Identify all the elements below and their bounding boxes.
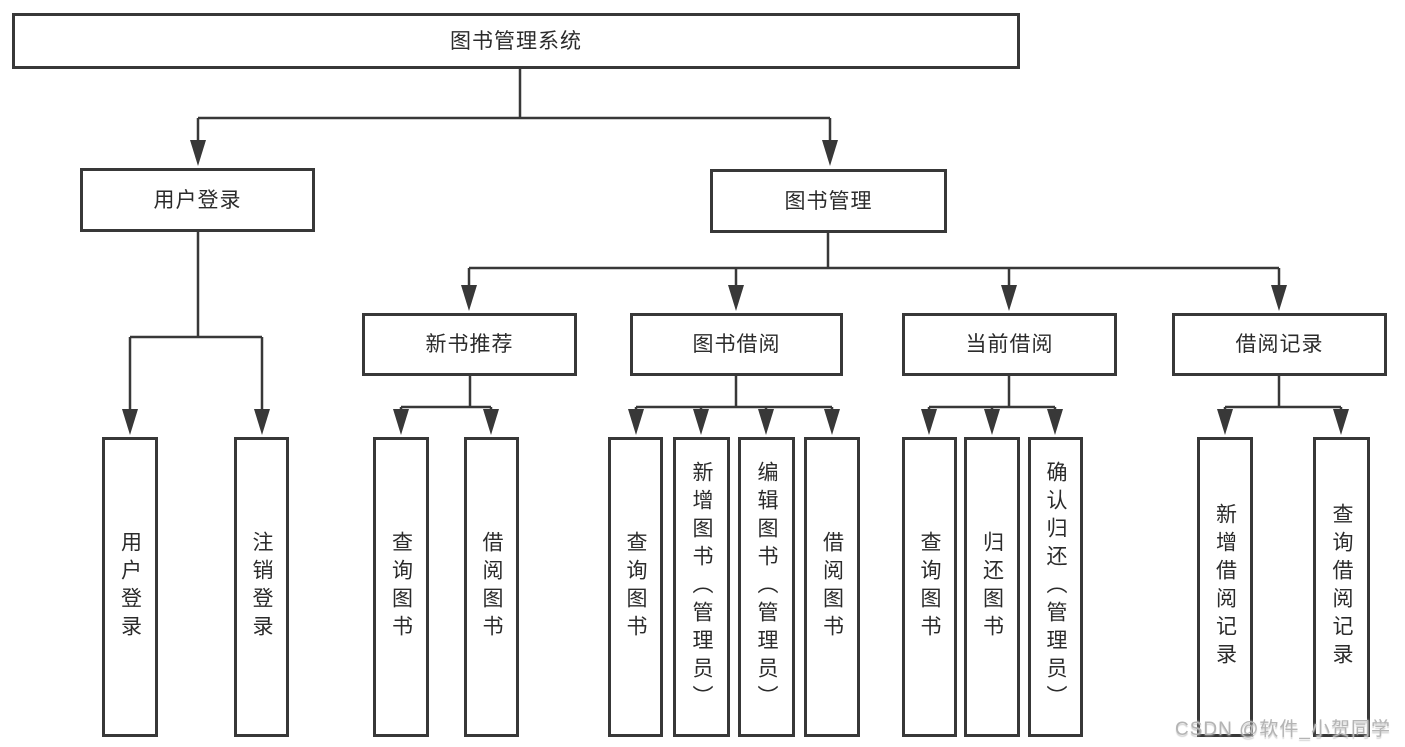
leaf-add-borrow-record: 新增借阅记录 [1197, 437, 1253, 737]
arrow-down-icon [758, 409, 774, 435]
leaf-borrow-books-recommend: 借阅图书 [464, 437, 519, 737]
leaf-confirm-return-admin: 确认归还（管理员） [1028, 437, 1083, 737]
csdn-watermark: CSDN @软件_小贺同学 [1175, 719, 1391, 740]
node-book-borrow-label: 图书借阅 [692, 333, 781, 356]
arrowhead-icons [122, 140, 1349, 435]
leaf-confirm-return-admin-label: 确认归还（管理员） [1044, 461, 1067, 713]
arrow-down-icon [628, 409, 644, 435]
node-current-borrow: 当前借阅 [902, 313, 1117, 376]
node-root: 图书管理系统 [12, 13, 1020, 69]
leaf-query-books-borrow: 查询图书 [608, 437, 663, 737]
arrow-down-icon [190, 140, 206, 166]
arrow-down-icon [1271, 285, 1287, 311]
leaf-user-login: 用户登录 [102, 437, 158, 737]
arrow-down-icon [122, 409, 138, 435]
arrow-down-icon [984, 409, 1000, 435]
node-book-management-label: 图书管理 [784, 189, 873, 213]
node-book-borrow: 图书借阅 [630, 313, 843, 376]
leaf-add-books-admin: 新增图书（管理员） [673, 437, 730, 737]
arrow-down-icon [824, 409, 840, 435]
arrow-down-icon [693, 409, 709, 435]
leaf-query-books-current-label: 查询图书 [918, 531, 941, 643]
node-user-login-label: 用户登录 [153, 188, 242, 212]
arrow-down-icon [1047, 409, 1063, 435]
node-new-book-recommend-label: 新书推荐 [425, 333, 514, 356]
node-borrow-records: 借阅记录 [1172, 313, 1387, 376]
leaf-query-borrow-record: 查询借阅记录 [1313, 437, 1370, 737]
node-root-label: 图书管理系统 [450, 29, 582, 53]
arrow-down-icon [393, 409, 409, 435]
node-borrow-records-label: 借阅记录 [1235, 333, 1324, 356]
leaf-query-books-recommend-label: 查询图书 [389, 531, 413, 643]
leaf-return-books-label: 归还图书 [980, 531, 1004, 643]
arrow-down-icon [1333, 409, 1349, 435]
arrow-down-icon [254, 409, 270, 435]
arrow-down-icon [728, 285, 744, 311]
leaf-query-books-recommend: 查询图书 [373, 437, 429, 737]
leaf-query-borrow-record-label: 查询借阅记录 [1330, 503, 1353, 671]
leaf-edit-books-admin: 编辑图书（管理员） [738, 437, 795, 737]
node-user-login: 用户登录 [80, 168, 315, 232]
arrow-down-icon [483, 409, 499, 435]
arrow-down-icon [461, 285, 477, 311]
edge-segments [128, 69, 1343, 410]
leaf-query-books-borrow-label: 查询图书 [624, 531, 647, 643]
leaf-add-borrow-record-label: 新增借阅记录 [1213, 503, 1237, 671]
node-book-management: 图书管理 [710, 169, 947, 233]
leaf-return-books: 归还图书 [964, 437, 1020, 737]
leaf-borrow-books-label: 借阅图书 [820, 531, 844, 643]
arrow-down-icon [1001, 285, 1017, 311]
leaf-user-login-label: 用户登录 [118, 531, 142, 643]
arrow-down-icon [921, 409, 937, 435]
node-new-book-recommend: 新书推荐 [362, 313, 577, 376]
leaf-logout: 注销登录 [234, 437, 289, 737]
leaf-edit-books-admin-label: 编辑图书（管理员） [755, 461, 778, 713]
arrow-down-icon [822, 140, 838, 166]
leaf-borrow-books: 借阅图书 [804, 437, 860, 737]
leaf-add-books-admin-label: 新增图书（管理员） [690, 461, 713, 713]
leaf-logout-label: 注销登录 [250, 531, 273, 643]
node-current-borrow-label: 当前借阅 [965, 333, 1054, 356]
leaf-query-books-current: 查询图书 [902, 437, 957, 737]
arrow-down-icon [1217, 409, 1233, 435]
leaf-borrow-books-recommend-label: 借阅图书 [480, 531, 503, 643]
